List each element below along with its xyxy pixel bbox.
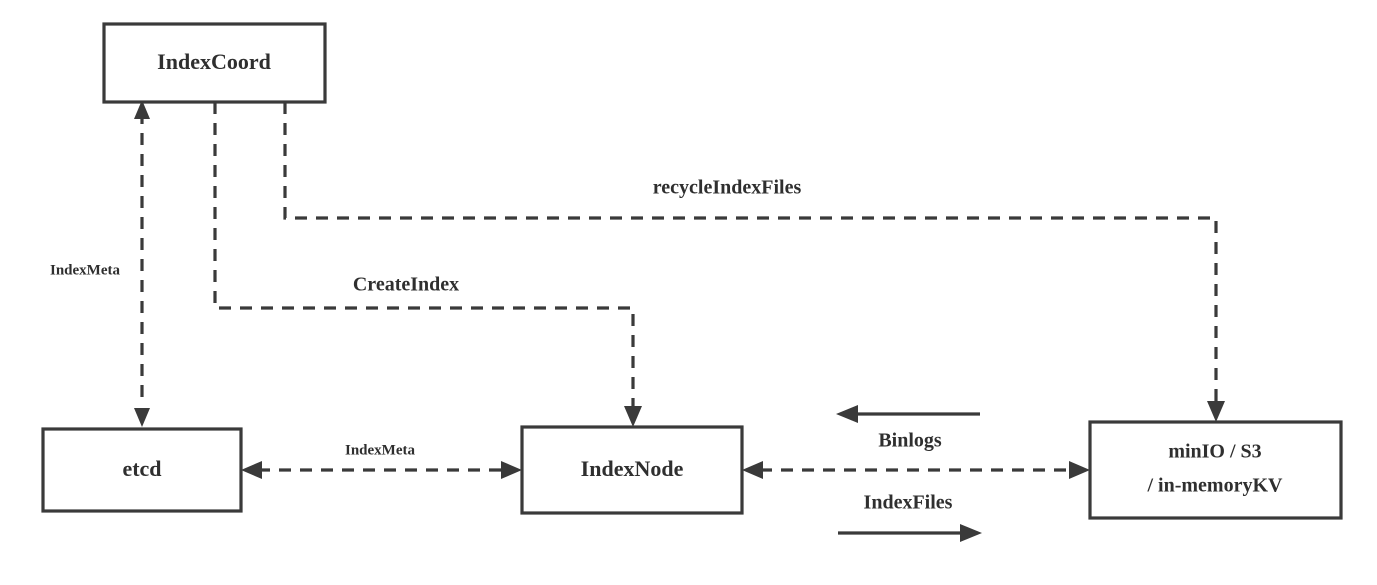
arrow-head-right-icon [960, 524, 982, 542]
edge-label-index-files: IndexFiles [864, 492, 953, 514]
node-minio[interactable]: minIO / S3 / in-memoryKV [1088, 420, 1343, 520]
node-box[interactable] [1088, 420, 1343, 520]
edge-recycle-index-files: recycleIndexFiles [283, 102, 1225, 422]
edge-index-files: IndexFiles [838, 492, 982, 542]
edge-line [213, 102, 635, 415]
edge-label-index-meta-horizontal: IndexMeta [345, 442, 415, 458]
edge-label-index-meta-vertical: IndexMeta [50, 262, 120, 278]
arrow-head-left-icon [241, 461, 262, 479]
arrow-head-down-icon [134, 408, 150, 427]
edge-create-index: CreateIndex [213, 102, 642, 427]
arrow-head-down-icon [624, 406, 642, 427]
arrow-head-down-icon [1207, 401, 1225, 422]
node-index-node[interactable]: IndexNode [520, 425, 744, 515]
edge-binlogs: Binlogs [836, 405, 980, 452]
arrow-head-right-icon [1069, 461, 1090, 479]
node-label-index-coord: IndexCoord [157, 49, 271, 74]
edge-index-meta-etcd-node: IndexMeta [241, 442, 522, 479]
arrow-head-left-icon [836, 405, 858, 423]
arrow-head-right-icon [501, 461, 522, 479]
edge-label-binlogs: Binlogs [878, 430, 942, 452]
node-box[interactable] [520, 425, 744, 515]
node-label-minio-line1: minIO / S3 [1168, 441, 1261, 463]
node-etcd[interactable]: etcd [41, 427, 243, 513]
edge-index-meta-coord-etcd: IndexMeta [50, 100, 150, 427]
node-box[interactable] [41, 427, 243, 513]
node-label-index-node: IndexNode [581, 456, 684, 481]
edge-line [283, 102, 1218, 410]
arrow-head-left-icon [742, 461, 763, 479]
node-box[interactable] [102, 22, 327, 104]
edge-label-recycle-index-files: recycleIndexFiles [653, 177, 802, 199]
node-index-coord[interactable]: IndexCoord [102, 22, 327, 104]
edge-label-create-index: CreateIndex [353, 274, 459, 296]
arrow-head-up-icon [134, 100, 150, 119]
node-label-minio-line2: / in-memoryKV [1147, 475, 1284, 497]
node-label-etcd: etcd [122, 456, 161, 481]
edge-node-minio-link [742, 461, 1090, 479]
